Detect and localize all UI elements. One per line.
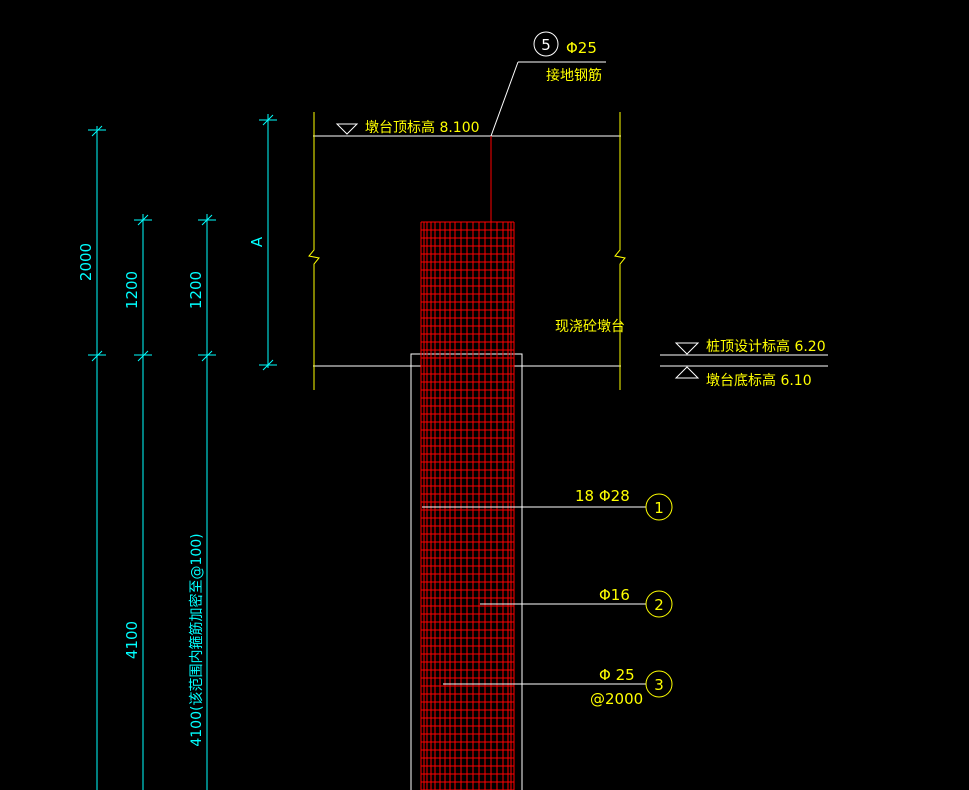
callout-1-number: 1 [654, 499, 664, 517]
cap-label: 现浇砼墩台 [555, 319, 625, 335]
callout-2-number: 2 [654, 596, 664, 614]
dim-label-1200-a: 1200 [123, 271, 141, 309]
cap-right-edge [614, 112, 626, 390]
callout-2-spec: Φ16 [599, 586, 630, 604]
callout-2[interactable]: 2 Φ16 [480, 586, 673, 618]
callout-3[interactable]: 3 Φ 25 @2000 [443, 666, 673, 708]
dim-label-a: A [248, 236, 266, 247]
callout-3-number: 3 [654, 676, 664, 694]
elevation-triangle-icon [335, 123, 359, 135]
callout-2-circle [645, 590, 673, 618]
callout-1-circle [645, 493, 673, 521]
dim-tick [91, 125, 103, 137]
dim-tick [201, 350, 213, 362]
dim-label-1200-b: 1200 [187, 271, 205, 309]
callout-1[interactable]: 1 18 Φ28 [422, 487, 673, 521]
dimension-group: 2000 1200 1200 4100 4100(该范围内箍筋加密至@100) … [77, 114, 277, 790]
dim-tick [262, 114, 274, 126]
callout-5-leader [490, 61, 519, 137]
elevation-triangle-icon [674, 342, 700, 355]
dim-tick [137, 214, 149, 226]
rebar-cage [420, 221, 515, 790]
dim-label-4100-note: 4100(该范围内箍筋加密至@100) [188, 533, 205, 746]
callout-3-circle [645, 670, 673, 698]
callout-3-sub: @2000 [590, 690, 643, 708]
elevation-pile-top: 桩顶设计标高 6.20 [660, 338, 828, 356]
dim-tick [91, 350, 103, 362]
callout-3-spec: Φ 25 [599, 666, 635, 684]
callout-5-number: 5 [541, 36, 551, 54]
cap-left-edge [308, 112, 320, 390]
elevation-pile-top-text: 桩顶设计标高 6.20 [706, 338, 826, 355]
callout-5[interactable]: 5 Φ25 接地钢筋 [490, 31, 606, 137]
dim-tick [201, 214, 213, 226]
callout-5-name: 接地钢筋 [546, 67, 602, 84]
callout-5-spec: Φ25 [566, 39, 597, 57]
dim-tick [262, 359, 274, 371]
callout-1-spec: 18 Φ28 [575, 487, 630, 505]
dim-tick [137, 350, 149, 362]
dim-label-4100: 4100 [123, 621, 141, 659]
elevation-cap-bottom-text: 墩台底标高 6.10 [706, 372, 812, 389]
elevation-cap-top: 墩台顶标高 8.100 [335, 119, 480, 136]
dim-label-2000: 2000 [77, 243, 95, 281]
elevation-cap-bottom: 墩台底标高 6.10 [660, 365, 828, 389]
elevation-cap-top-text: 墩台顶标高 8.100 [365, 119, 480, 136]
callout-5-circle [533, 31, 559, 57]
elevation-triangle-icon [674, 366, 700, 379]
